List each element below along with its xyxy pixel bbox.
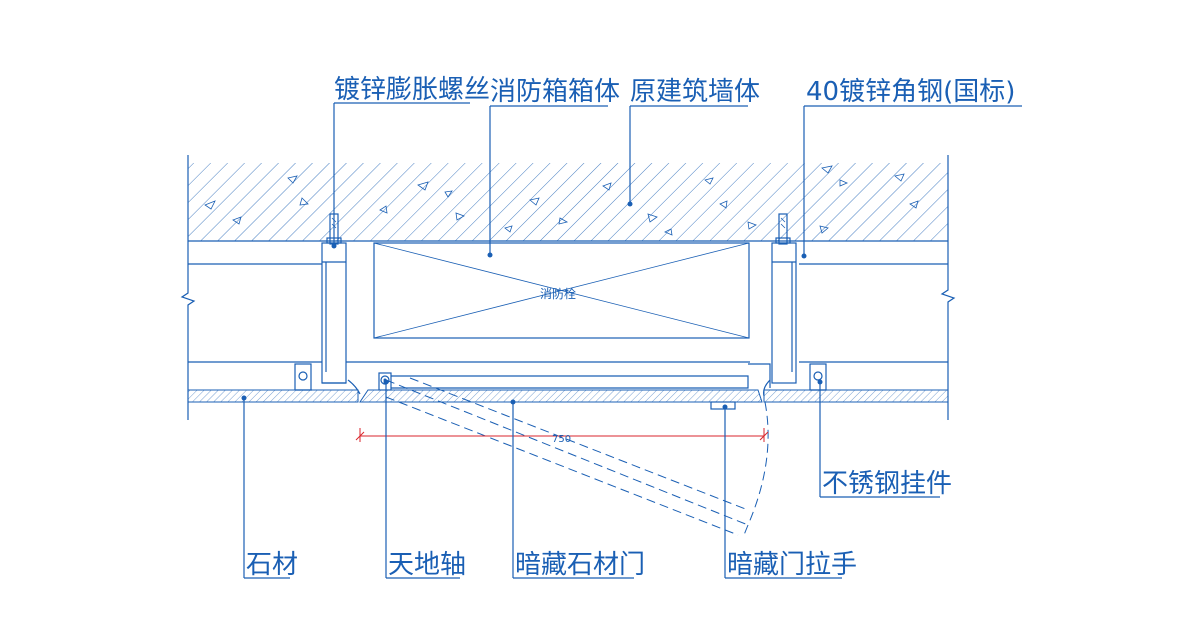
stainless-hanger-left xyxy=(294,363,312,391)
furring-lines xyxy=(188,263,948,363)
door-swing-path xyxy=(385,377,769,536)
hydrant-label: 消防栓 xyxy=(540,286,576,301)
angle-steel-right xyxy=(771,242,797,384)
building-wall xyxy=(188,163,948,242)
dimension-line xyxy=(355,428,769,442)
aggregate-marks xyxy=(204,165,919,236)
label-building-wall: 原建筑墙体 xyxy=(630,77,760,107)
label-hidden-door: 暗藏石材门 xyxy=(515,550,645,580)
wall-break-lines xyxy=(180,155,956,420)
label-pivot: 天地轴 xyxy=(388,550,466,580)
label-door-handle: 暗藏门拉手 xyxy=(727,550,857,580)
dimension-value: 750 xyxy=(552,434,571,445)
angle-steel-left xyxy=(321,242,347,384)
label-hydrant-box: 消防箱箱体 xyxy=(490,77,620,107)
expansion-bolt-right xyxy=(775,213,791,245)
leaders-bottom xyxy=(241,379,940,579)
stone-layer xyxy=(187,389,949,403)
door-handle xyxy=(710,401,736,410)
label-stainless-hanger: 不锈钢挂件 xyxy=(822,469,952,499)
pivot-hinge xyxy=(378,363,771,391)
leaders-top xyxy=(331,102,1022,259)
fire-hydrant-box xyxy=(373,242,750,339)
label-stone: 石材 xyxy=(246,550,298,580)
label-expansion-bolt: 镀锌膨胀螺丝 xyxy=(334,75,490,105)
stainless-hanger-right xyxy=(809,363,827,391)
hidden-stone-door xyxy=(347,379,771,403)
label-angle-steel: 40镀锌角钢(国标) xyxy=(806,77,1015,107)
